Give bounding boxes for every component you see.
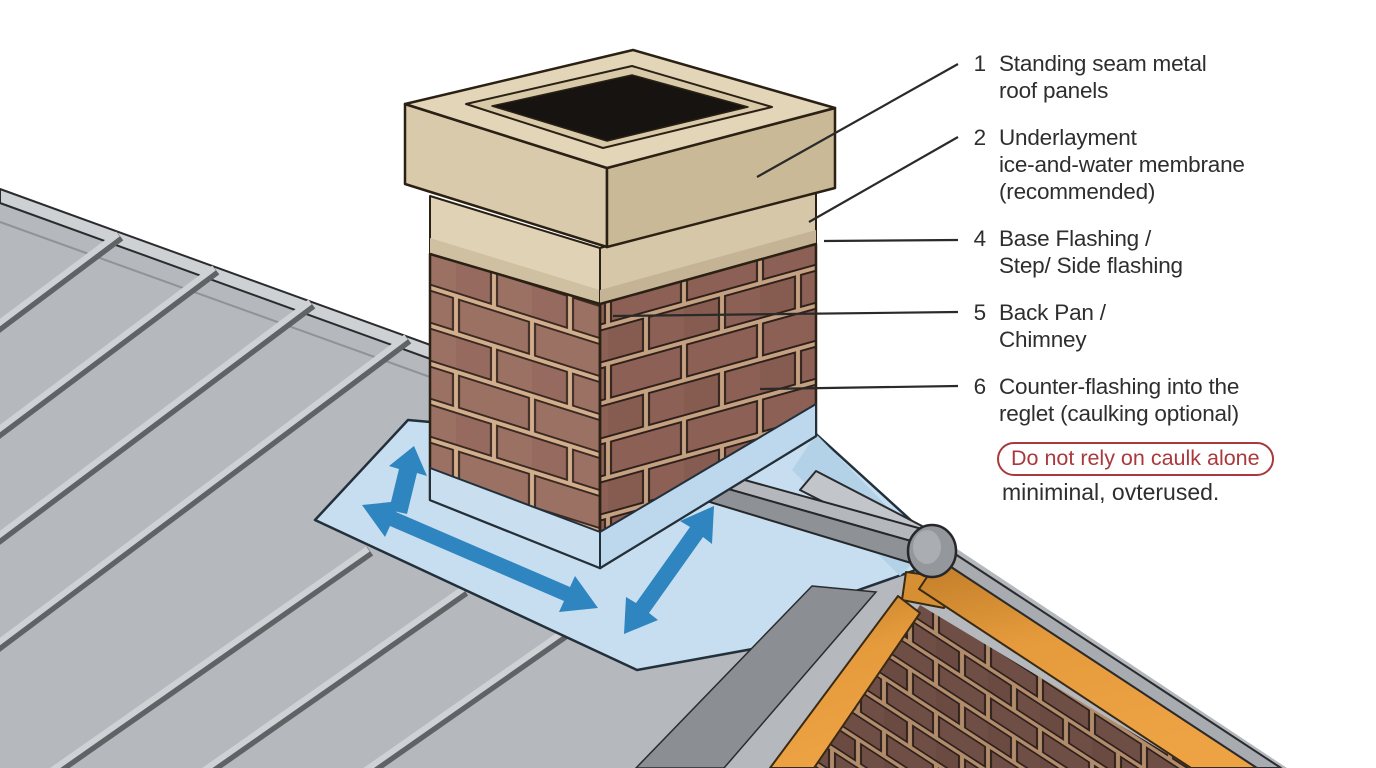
membrane-up-wall-strip [429,403,817,569]
callout-6: 6 Counter-flashing into the reglet (caul… [960,373,1240,427]
ridge-end-cylinder [906,523,958,579]
chimney [403,48,837,570]
caulk-warning-subtext: miniminal, ovterused. [1002,479,1220,505]
leader-line-5 [612,310,959,318]
chimney-crown [429,185,817,305]
gable-wall [814,605,1191,768]
water-flow-arrow-up [389,446,427,514]
callout-5: 5 Back Pan / Chimney [960,299,1106,353]
chimney-flue [491,74,749,142]
callout-6-text: Counter-flashing into the reglet (caulki… [999,374,1240,426]
leader-line-6 [759,384,959,391]
water-flow-arrow-side [624,506,714,634]
callout-4-text: Base Flashing / Step/ Side flashing [999,226,1183,278]
callout-5-number: 5 [973,300,987,325]
leader-line-1 [756,63,959,178]
callout-4-number: 4 [973,226,987,251]
callout-1-number: 1 [973,51,987,76]
roof-ribs [0,231,569,768]
leader-line-4 [823,238,959,243]
caulk-warning-note: Do not rely on caulk alone miniminal, ov… [997,442,1274,506]
callout-2-text: Underlayment ice-and-water membrane (rec… [999,125,1245,204]
leader-lines [612,63,959,391]
callout-1: 1 Standing seam metal roof panels [960,50,1207,104]
callout-2: 2 Underlayment ice-and-water membrane (r… [960,124,1245,205]
callout-2-number: 2 [973,125,987,150]
callout-5-text: Back Pan / Chimney [999,300,1106,352]
callout-1-text: Standing seam metal roof panels [999,51,1207,103]
callout-6-number: 6 [973,374,987,399]
callout-4: 4 Base Flashing / Step/ Side flashing [960,225,1183,279]
roof-shadow-band [634,585,878,768]
leader-line-2 [808,136,959,223]
water-flow-arrows [362,446,714,634]
caulk-warning-circled-text: Do not rely on caulk alone [997,442,1274,476]
fascia-trim [769,547,1282,768]
water-flow-arrow-front [362,501,598,612]
chimney-cap [403,48,837,249]
